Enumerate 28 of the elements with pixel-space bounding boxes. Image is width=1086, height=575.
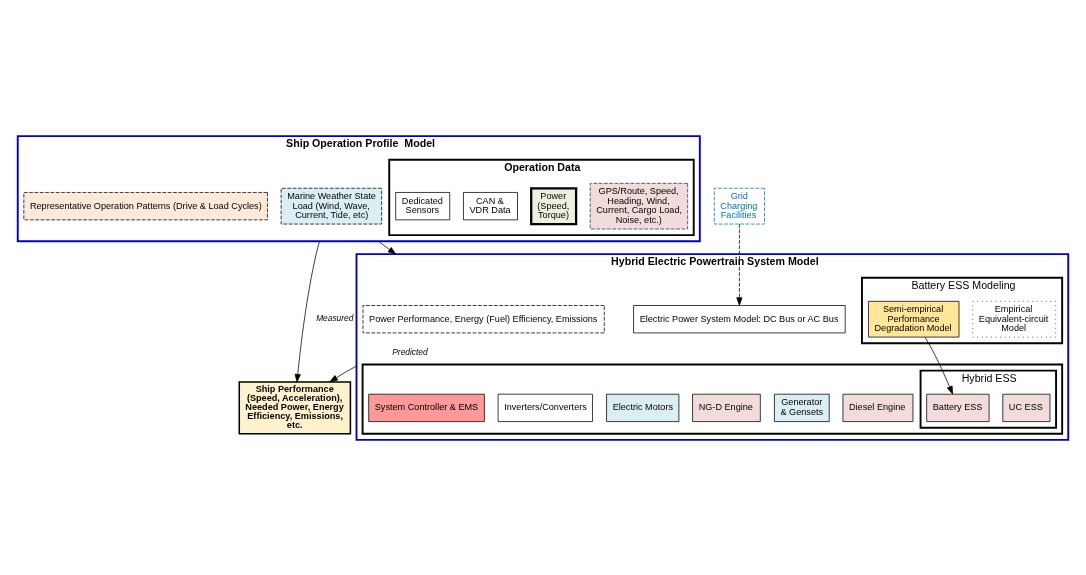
node-box: Electric Power System Model: DC Bus or AC Bus bbox=[633, 304, 846, 333]
node-box: Electric Motors bbox=[606, 393, 680, 422]
arrow bbox=[924, 336, 953, 394]
node-box: UC ESS bbox=[1002, 393, 1051, 422]
node-box: CAN & VDR Data bbox=[463, 191, 518, 220]
node-box: Inverters/Converters bbox=[497, 393, 593, 422]
node-box: Power (Speed, Torque) bbox=[530, 186, 578, 225]
node-box: Generator & Gensets bbox=[774, 393, 830, 422]
node-box: Grid Charging Facilities bbox=[713, 187, 765, 224]
node-box: Representative Operation Patterns (Drive & Load Cycles) bbox=[23, 191, 268, 220]
arrow bbox=[736, 223, 743, 306]
node-box: GPS/Route, Speed, Heading, Wind, Current, Cargo Load, Noise, etc.) bbox=[589, 182, 688, 229]
node-box: NG-D Engine bbox=[692, 393, 761, 422]
node-box: Ship Performance (Speed, Acceleration), Needed Power, Energy Efficiency, Emissions, etc. bbox=[238, 380, 352, 435]
cluster bbox=[361, 363, 1064, 435]
arrow bbox=[377, 240, 397, 254]
arrow bbox=[294, 240, 320, 382]
node-box: Battery ESS bbox=[926, 393, 990, 422]
node-box: System Controller & EMS bbox=[368, 393, 485, 422]
node-box: Power Performance, Energy (Fuel) Efficiency, Emissions bbox=[362, 304, 605, 333]
node-box: Semi-empirical Performance Degradation Model bbox=[868, 300, 960, 337]
edge-label: Predicted bbox=[392, 346, 428, 357]
edge-label: Measured bbox=[316, 312, 354, 323]
node-box: Dedicated Sensors bbox=[395, 191, 451, 220]
arrow bbox=[329, 365, 357, 382]
node-box: Diesel Engine bbox=[842, 393, 914, 422]
node-box: Marine Weather State Load (Wind, Wave, Current, Tide, etc) bbox=[280, 187, 382, 224]
node-box: Empirical Equivalent-circuit Model bbox=[972, 300, 1057, 337]
